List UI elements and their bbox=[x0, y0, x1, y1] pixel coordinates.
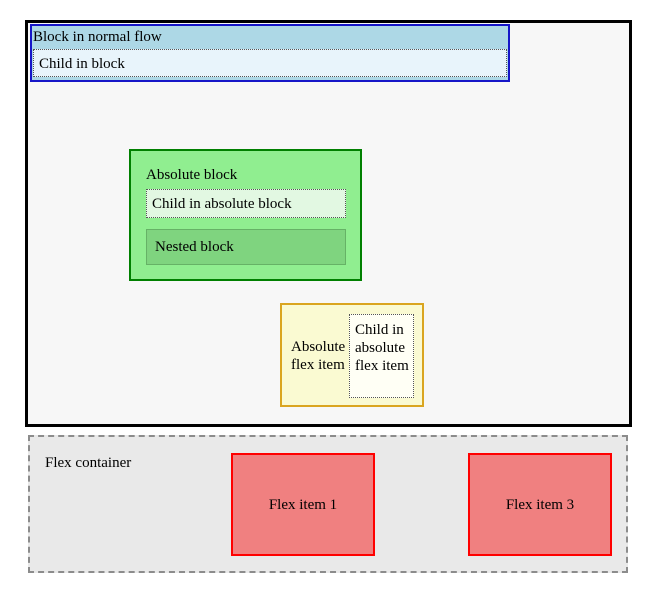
flex-container: Flex container Flex item 1 Flex item 3 bbox=[28, 435, 628, 573]
flex-item-3: Flex item 3 bbox=[468, 453, 612, 556]
relative-container: Block in normal flow Child in block Abso… bbox=[25, 20, 632, 427]
absolute-flex-item: Absolute flex item Child in absolute fle… bbox=[280, 303, 424, 407]
normal-flow-block: Block in normal flow Child in block bbox=[30, 24, 510, 82]
child-in-absolute-block-label: Child in absolute block bbox=[152, 196, 292, 212]
absolute-flex-item-label: Absolute flex item bbox=[291, 339, 346, 373]
child-in-absolute-flex-item-label: Child in absolute flex item bbox=[355, 322, 409, 374]
flex-item-3-label: Flex item 3 bbox=[505, 497, 575, 513]
child-in-block: Child in block bbox=[33, 49, 507, 77]
flex-item-1-label: Flex item 1 bbox=[268, 497, 338, 513]
nested-block-label: Nested block bbox=[155, 239, 234, 255]
child-in-absolute-block: Child in absolute block bbox=[146, 189, 346, 218]
absolute-block: Absolute block Child in absolute block N… bbox=[129, 149, 362, 281]
child-in-absolute-flex-item: Child in absolute flex item bbox=[349, 314, 414, 398]
flex-item-1: Flex item 1 bbox=[231, 453, 375, 556]
normal-flow-block-title: Block in normal flow bbox=[33, 29, 162, 45]
flex-container-title: Flex container bbox=[45, 455, 132, 471]
absolute-block-title: Absolute block bbox=[146, 167, 238, 183]
nested-block: Nested block bbox=[146, 229, 346, 265]
child-in-block-label: Child in block bbox=[39, 56, 125, 72]
